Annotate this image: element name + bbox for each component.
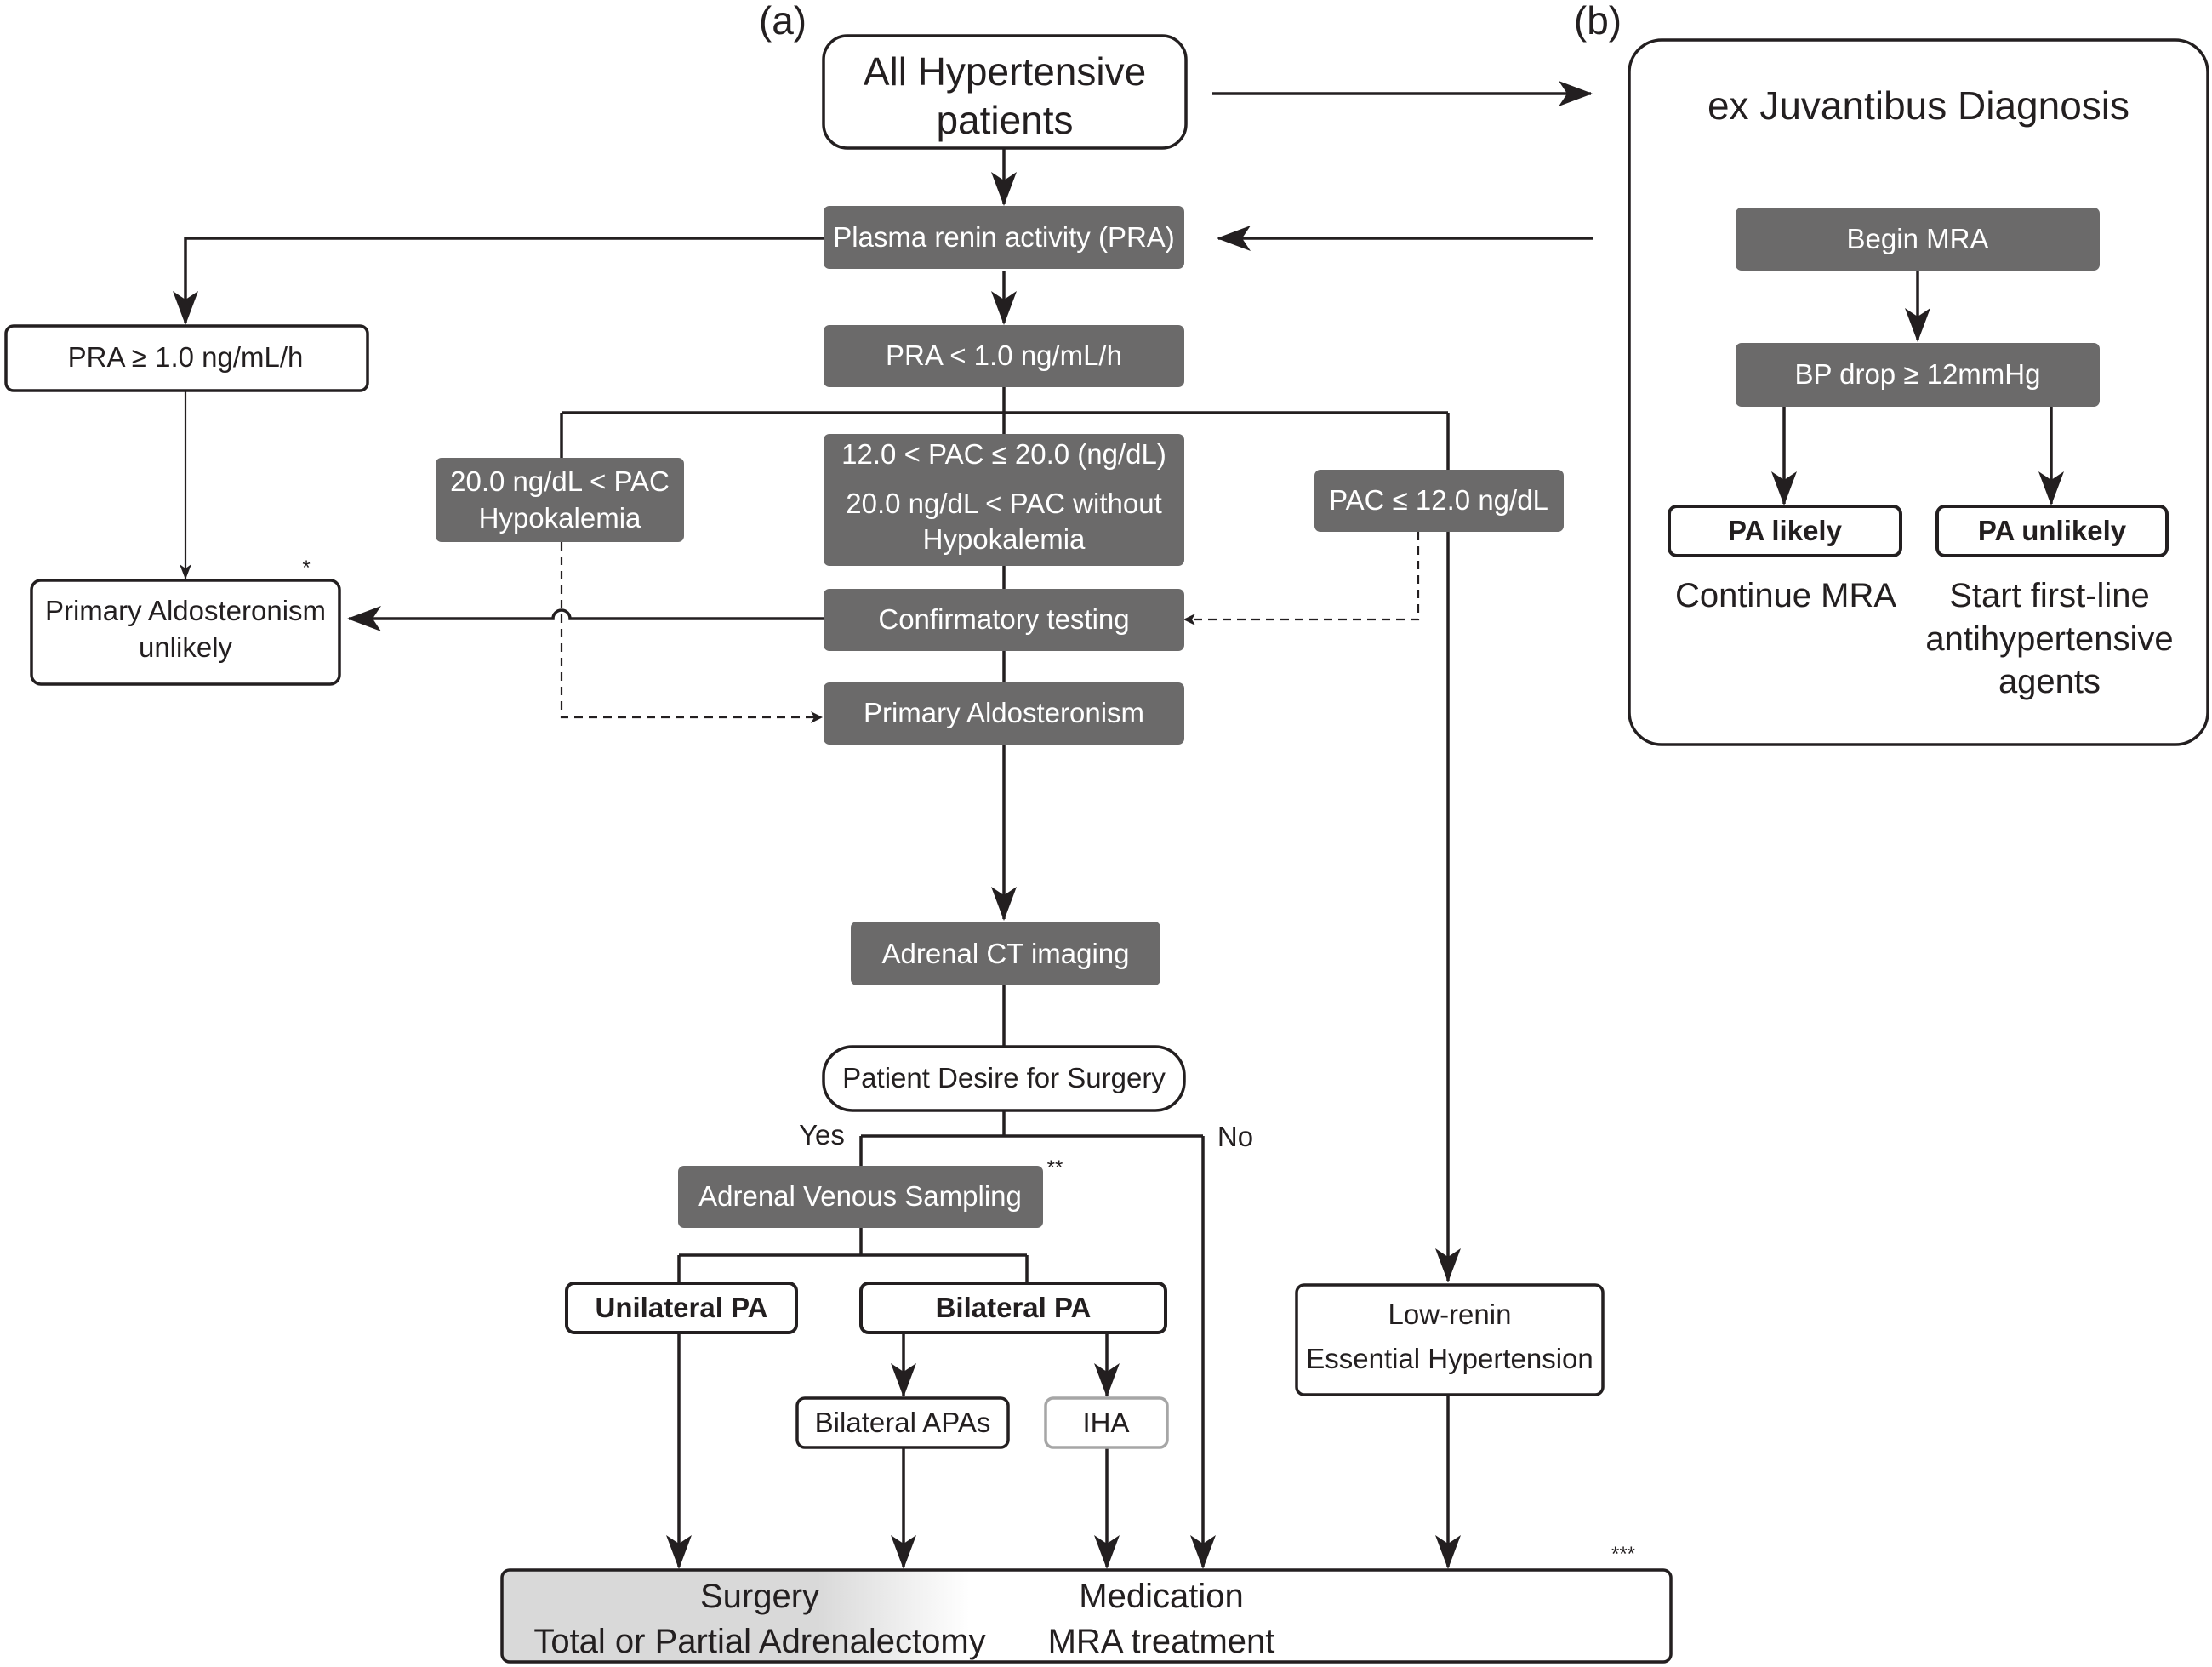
node-pac-mid: 12.0 < PAC ≤ 20.0 (ng/dL) 20.0 ng/dL < P… xyxy=(824,434,1184,566)
node-confirmatory-testing: Confirmatory testing xyxy=(824,589,1184,651)
node-primary-aldosteronism-box xyxy=(824,682,1184,745)
node-patient-desire-text: Patient Desire for Surgery xyxy=(842,1062,1166,1093)
node-low-renin: Low-renin Essential Hypertension xyxy=(1295,1283,1605,1396)
node-low-renin-box xyxy=(1295,1283,1605,1396)
node-pa-likely: PA likely xyxy=(1668,505,1902,557)
node-bp-drop: BP drop ≥ 12mmHg xyxy=(1736,343,2100,407)
panel-a-label: (a) xyxy=(759,0,807,43)
footnote-mark-single: * xyxy=(302,557,310,579)
node-bilateral-apas-box xyxy=(795,1396,1010,1449)
node-iha-box xyxy=(1044,1396,1169,1449)
node-pa-unlikely: Primary Aldosteronism unlikely xyxy=(30,579,341,686)
node-begin-mra-box xyxy=(1736,208,2100,271)
node-pra: Plasma renin activity (PRA) xyxy=(824,206,1184,269)
dashed-pac-high-to-primary xyxy=(560,542,823,723)
node-adrenal-ct-box xyxy=(851,922,1160,985)
node-pra-low-box xyxy=(824,325,1184,387)
node-avs: Adrenal Venous Sampling xyxy=(678,1166,1043,1228)
node-unilateral-pa-text: Unilateral PA xyxy=(596,1292,768,1323)
text-start-first-line-2: antihypertensive xyxy=(1925,620,2173,658)
node-all-hypertensive: All Hypertensive patients xyxy=(822,34,1188,150)
node-patient-desire: Patient Desire for Surgery xyxy=(822,1045,1186,1112)
node-pra-high-text: PRA ≥ 1.0 ng/mL/h xyxy=(68,341,304,373)
node-pra-low-text: PRA < 1.0 ng/mL/h xyxy=(886,340,1122,371)
node-surgery-line2: Total or Partial Adrenalectomy xyxy=(533,1623,985,1660)
node-pa-unlikely-line1: Primary Aldosteronism xyxy=(45,595,326,626)
node-bilateral-apas: Bilateral APAs xyxy=(795,1396,1010,1449)
node-pra-high: PRA ≥ 1.0 ng/mL/h xyxy=(4,324,369,392)
node-bilateral-pa-text: Bilateral PA xyxy=(936,1292,1092,1323)
panel-b-title: ex Juvantibus Diagnosis xyxy=(1707,83,2129,128)
panel-b: ex Juvantibus Diagnosis Begin MRA BP dro… xyxy=(1628,38,2209,746)
text-continue-mra: Continue MRA xyxy=(1675,577,1896,614)
label-yes: Yes xyxy=(799,1119,845,1150)
node-unilateral-pa: Unilateral PA xyxy=(565,1282,798,1334)
node-treatment-box xyxy=(500,1568,1673,1664)
node-all-hypertensive-line1: All Hypertensive xyxy=(864,49,1146,94)
node-confirmatory-testing-box xyxy=(824,589,1184,651)
node-iha-text: IHA xyxy=(1082,1407,1129,1438)
text-start-first-line-3: agents xyxy=(1998,663,2101,700)
node-begin-mra: Begin MRA xyxy=(1736,208,2100,271)
node-bp-drop-text: BP drop ≥ 12mmHg xyxy=(1795,358,2041,390)
node-pac-high-hypokalemia-box xyxy=(436,458,684,542)
node-adrenal-ct: Adrenal CT imaging xyxy=(851,922,1160,985)
node-avs-box xyxy=(678,1166,1043,1228)
node-adrenal-ct-text: Adrenal CT imaging xyxy=(881,938,1129,969)
footnote-mark-triple: *** xyxy=(1611,1543,1635,1566)
node-patient-desire-box xyxy=(822,1045,1186,1112)
node-pac-low-box xyxy=(1314,470,1564,532)
node-all-hypertensive-line2: patients xyxy=(936,98,1073,142)
node-pac-low-text: PAC ≤ 12.0 ng/dL xyxy=(1329,484,1548,516)
dashed-pac-low-to-confirm xyxy=(1183,532,1420,625)
node-avs-text: Adrenal Venous Sampling xyxy=(698,1180,1022,1212)
node-pac-high-hypokalemia-line2: Hypokalemia xyxy=(479,502,641,534)
node-pac-mid-box xyxy=(824,434,1184,566)
node-pac-high-hypokalemia: 20.0 ng/dL < PAC Hypokalemia xyxy=(436,458,684,542)
node-iha: IHA xyxy=(1044,1396,1169,1449)
node-pa-unlikely-box xyxy=(30,579,341,686)
arrow-confirm-to-unlikely xyxy=(347,606,825,631)
node-pra-box xyxy=(824,206,1184,269)
node-pac-mid-line1: 12.0 < PAC ≤ 20.0 (ng/dL) xyxy=(841,438,1166,470)
node-pac-mid-line3: Hypokalemia xyxy=(923,523,1086,555)
node-bp-drop-box xyxy=(1736,343,2100,407)
node-pra-text: Plasma renin activity (PRA) xyxy=(833,221,1175,253)
node-pa-unlikely-b-box xyxy=(1936,505,2169,557)
node-medication-line1: Medication xyxy=(1079,1578,1243,1615)
node-pac-low: PAC ≤ 12.0 ng/dL xyxy=(1314,470,1564,532)
arrow-pra-to-high xyxy=(173,237,825,325)
node-all-hypertensive-box xyxy=(822,34,1188,150)
node-pa-unlikely-line2: unlikely xyxy=(139,631,233,663)
node-pra-high-box xyxy=(4,324,369,392)
footnote-mark-double: ** xyxy=(1047,1156,1063,1179)
node-pa-unlikely-b: PA unlikely xyxy=(1936,505,2169,557)
node-surgery-line1: Surgery xyxy=(700,1578,819,1615)
node-bilateral-pa: Bilateral PA xyxy=(859,1282,1167,1334)
node-pac-mid-line2: 20.0 ng/dL < PAC without xyxy=(846,488,1162,519)
label-no: No xyxy=(1217,1121,1253,1152)
node-confirmatory-testing-text: Confirmatory testing xyxy=(878,603,1129,635)
node-low-renin-line2: Essential Hypertension xyxy=(1306,1343,1593,1374)
panel-b-label: (b) xyxy=(1574,0,1622,43)
node-treatment: Surgery Total or Partial Adrenalectomy M… xyxy=(500,1568,1673,1664)
node-pa-likely-text: PA likely xyxy=(1728,515,1843,546)
node-bilateral-apas-text: Bilateral APAs xyxy=(815,1407,991,1438)
node-begin-mra-text: Begin MRA xyxy=(1847,223,1989,254)
node-pac-high-hypokalemia-line1: 20.0 ng/dL < PAC xyxy=(450,465,670,497)
node-primary-aldosteronism: Primary Aldosteronism xyxy=(824,682,1184,745)
node-medication-line2: MRA treatment xyxy=(1048,1623,1275,1660)
node-primary-aldosteronism-text: Primary Aldosteronism xyxy=(864,697,1144,728)
text-start-first-line-1: Start first-line xyxy=(1949,577,2150,614)
connectors-panel-a xyxy=(173,81,1593,1569)
node-unilateral-pa-box xyxy=(565,1282,798,1334)
node-pra-low: PRA < 1.0 ng/mL/h xyxy=(824,325,1184,387)
node-pa-likely-box xyxy=(1668,505,1902,557)
node-bilateral-pa-box xyxy=(859,1282,1167,1334)
node-low-renin-line1: Low-renin xyxy=(1388,1299,1512,1330)
node-pa-unlikely-b-text: PA unlikely xyxy=(1978,515,2127,546)
